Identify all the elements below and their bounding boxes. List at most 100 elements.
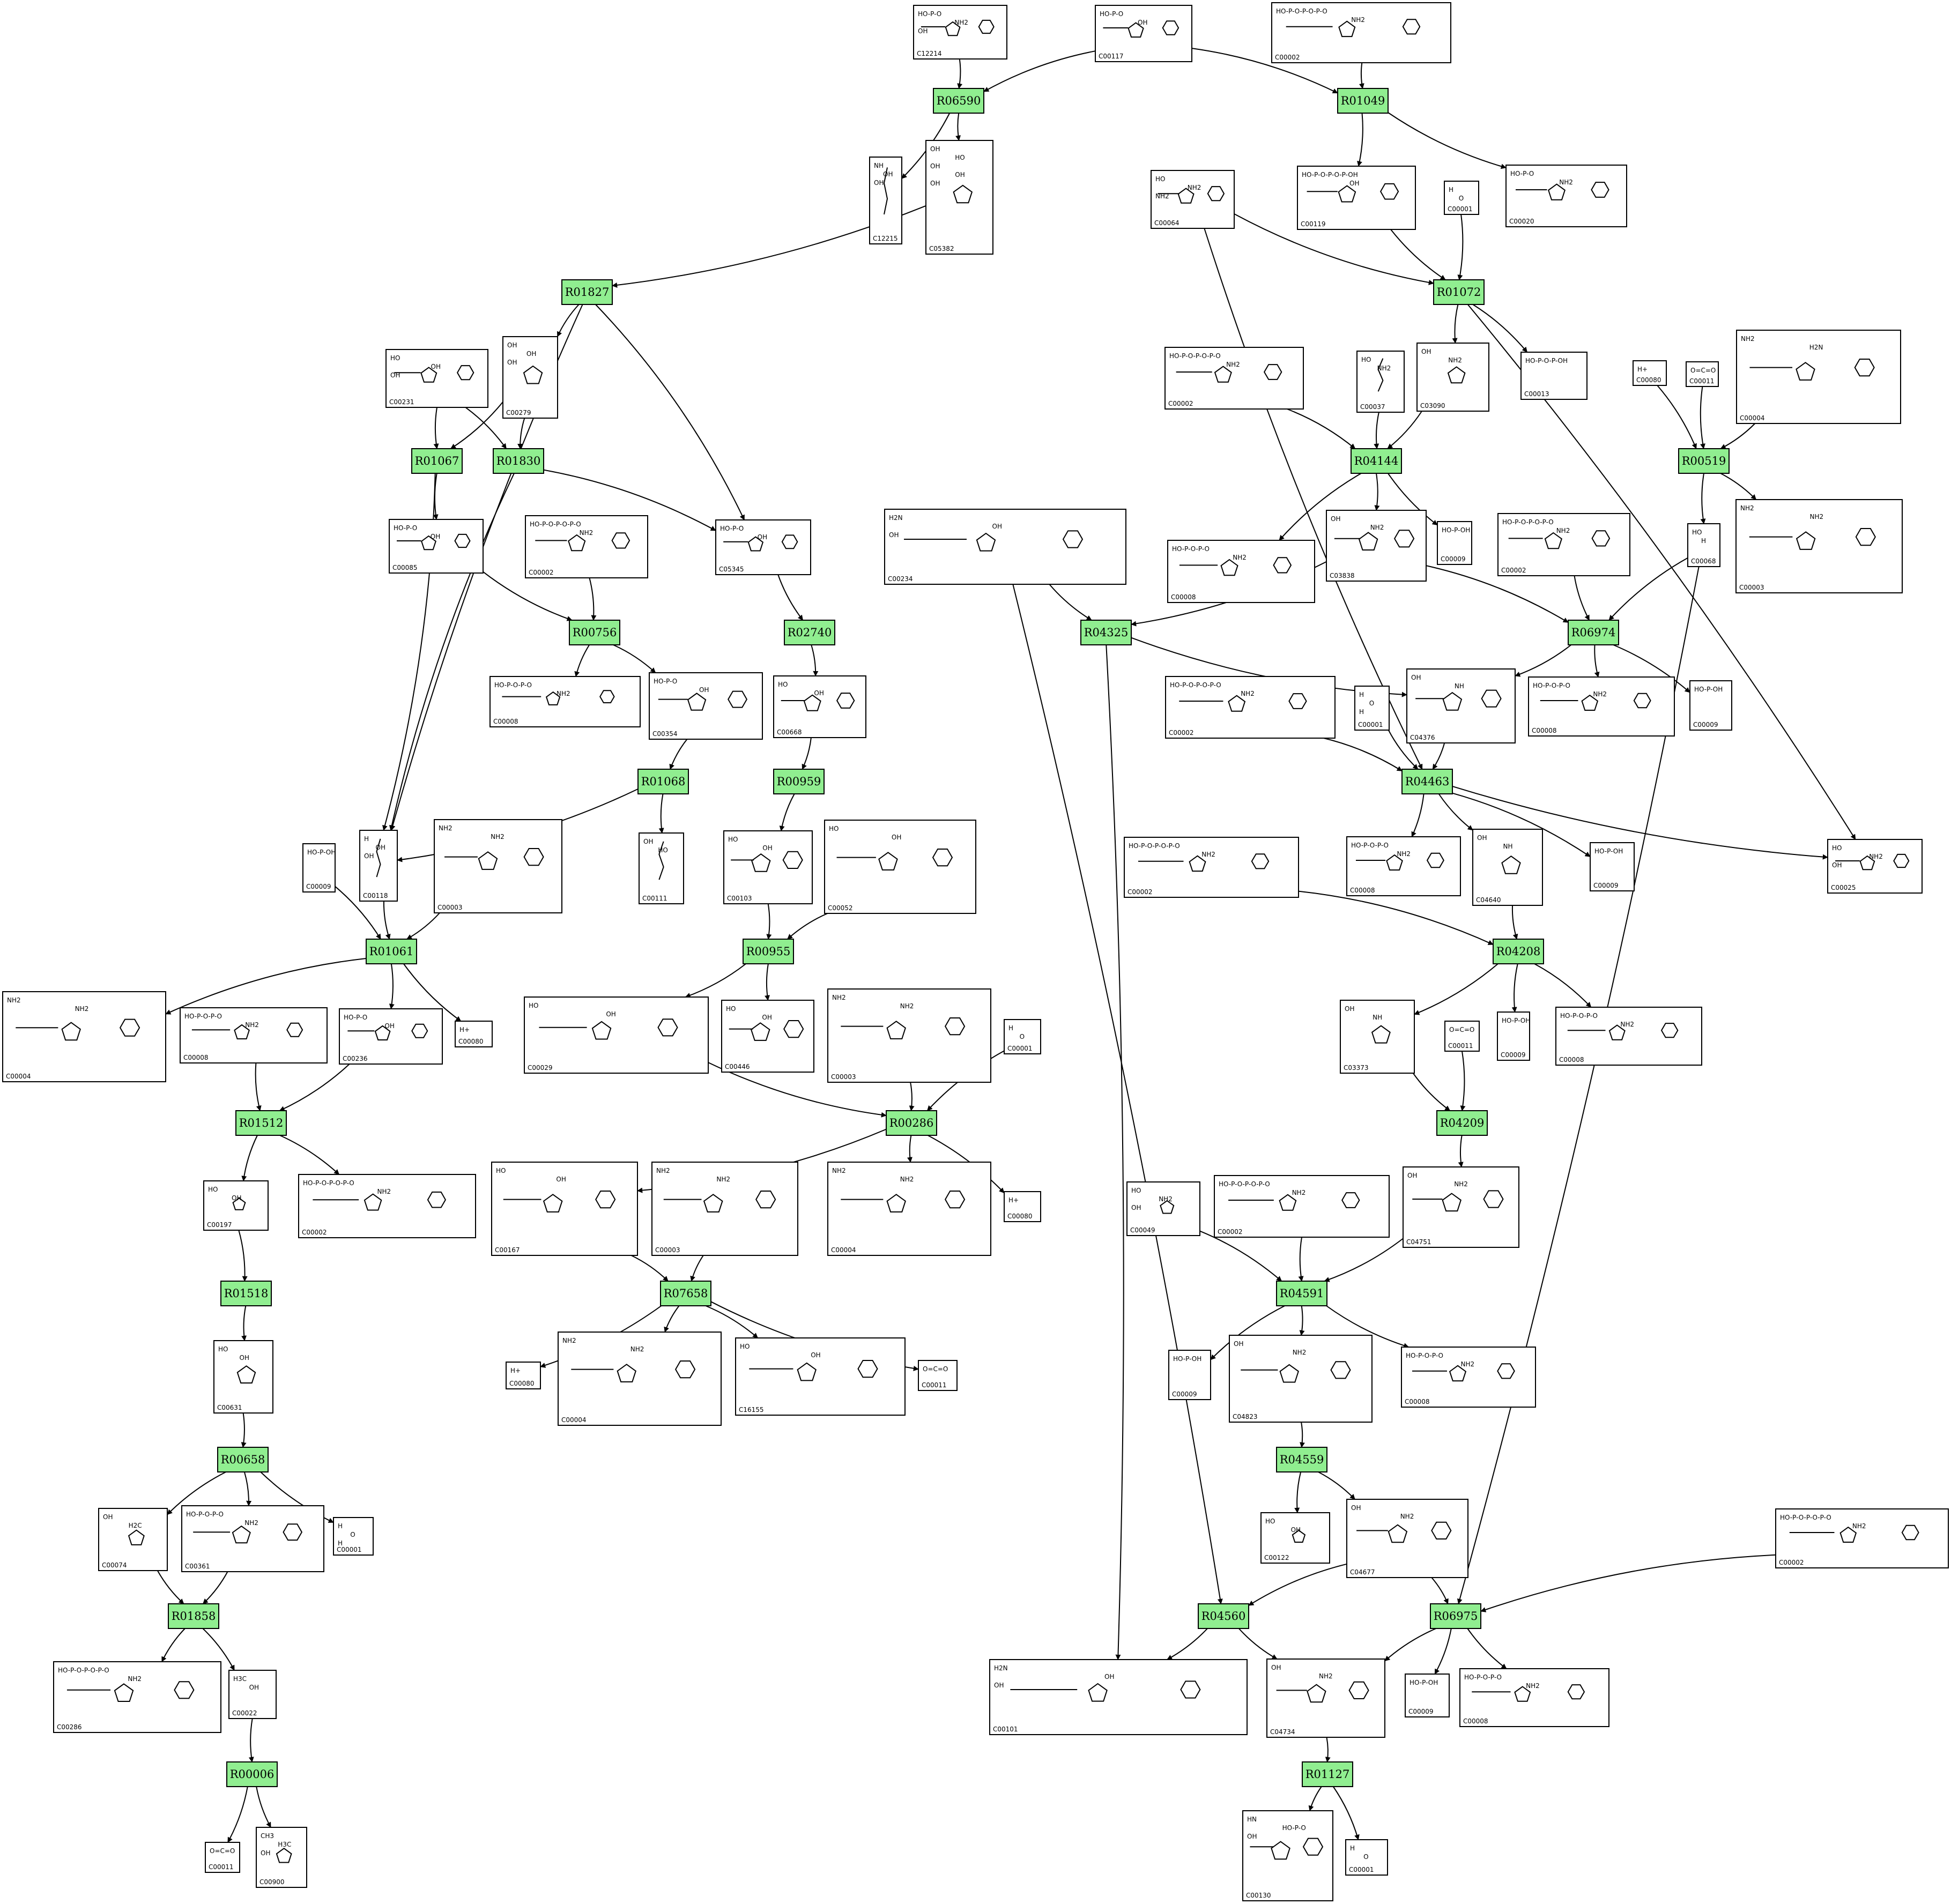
reaction-node[interactable]: R01830 — [493, 448, 544, 474]
compound-node[interactable]: H+C00080 — [506, 1362, 541, 1389]
reaction-node[interactable]: R06975 — [1430, 1603, 1481, 1629]
reaction-node[interactable]: R04559 — [1276, 1447, 1327, 1472]
reaction-node[interactable]: R07658 — [660, 1281, 711, 1306]
reaction-node[interactable]: R04325 — [1080, 620, 1132, 645]
reaction-node[interactable]: R01827 — [561, 279, 613, 305]
compound-node[interactable]: H+C00080 — [1633, 360, 1667, 386]
reaction-node[interactable]: R02740 — [784, 620, 835, 645]
reaction-node[interactable]: R04208 — [1493, 939, 1544, 964]
reaction-node[interactable]: R01068 — [637, 769, 689, 794]
reaction-node[interactable]: R01067 — [411, 448, 463, 474]
compound-node[interactable]: H+C00080 — [1004, 1191, 1041, 1222]
reaction-node[interactable]: R00955 — [743, 939, 794, 964]
reaction-node[interactable]: R01512 — [235, 1110, 287, 1136]
reaction-node[interactable]: R00286 — [886, 1110, 937, 1136]
reaction-node[interactable]: R01518 — [220, 1281, 272, 1306]
reaction-node[interactable]: R01127 — [1302, 1761, 1353, 1787]
reaction-node[interactable]: R00519 — [1678, 448, 1730, 474]
reaction-node[interactable]: R04209 — [1436, 1110, 1488, 1136]
reaction-node[interactable]: R06590 — [933, 88, 984, 114]
reaction-node[interactable]: R04463 — [1401, 769, 1453, 794]
reaction-node[interactable]: R06974 — [1568, 620, 1619, 645]
reaction-node[interactable]: R01049 — [1337, 88, 1389, 114]
reaction-node[interactable]: R00959 — [773, 769, 825, 794]
reaction-node[interactable]: R04144 — [1351, 448, 1402, 474]
reaction-node[interactable]: R04560 — [1198, 1603, 1249, 1629]
reaction-node[interactable]: R00658 — [217, 1447, 269, 1472]
reaction-node[interactable]: R00756 — [569, 620, 620, 645]
reaction-node[interactable]: R01061 — [366, 939, 417, 964]
